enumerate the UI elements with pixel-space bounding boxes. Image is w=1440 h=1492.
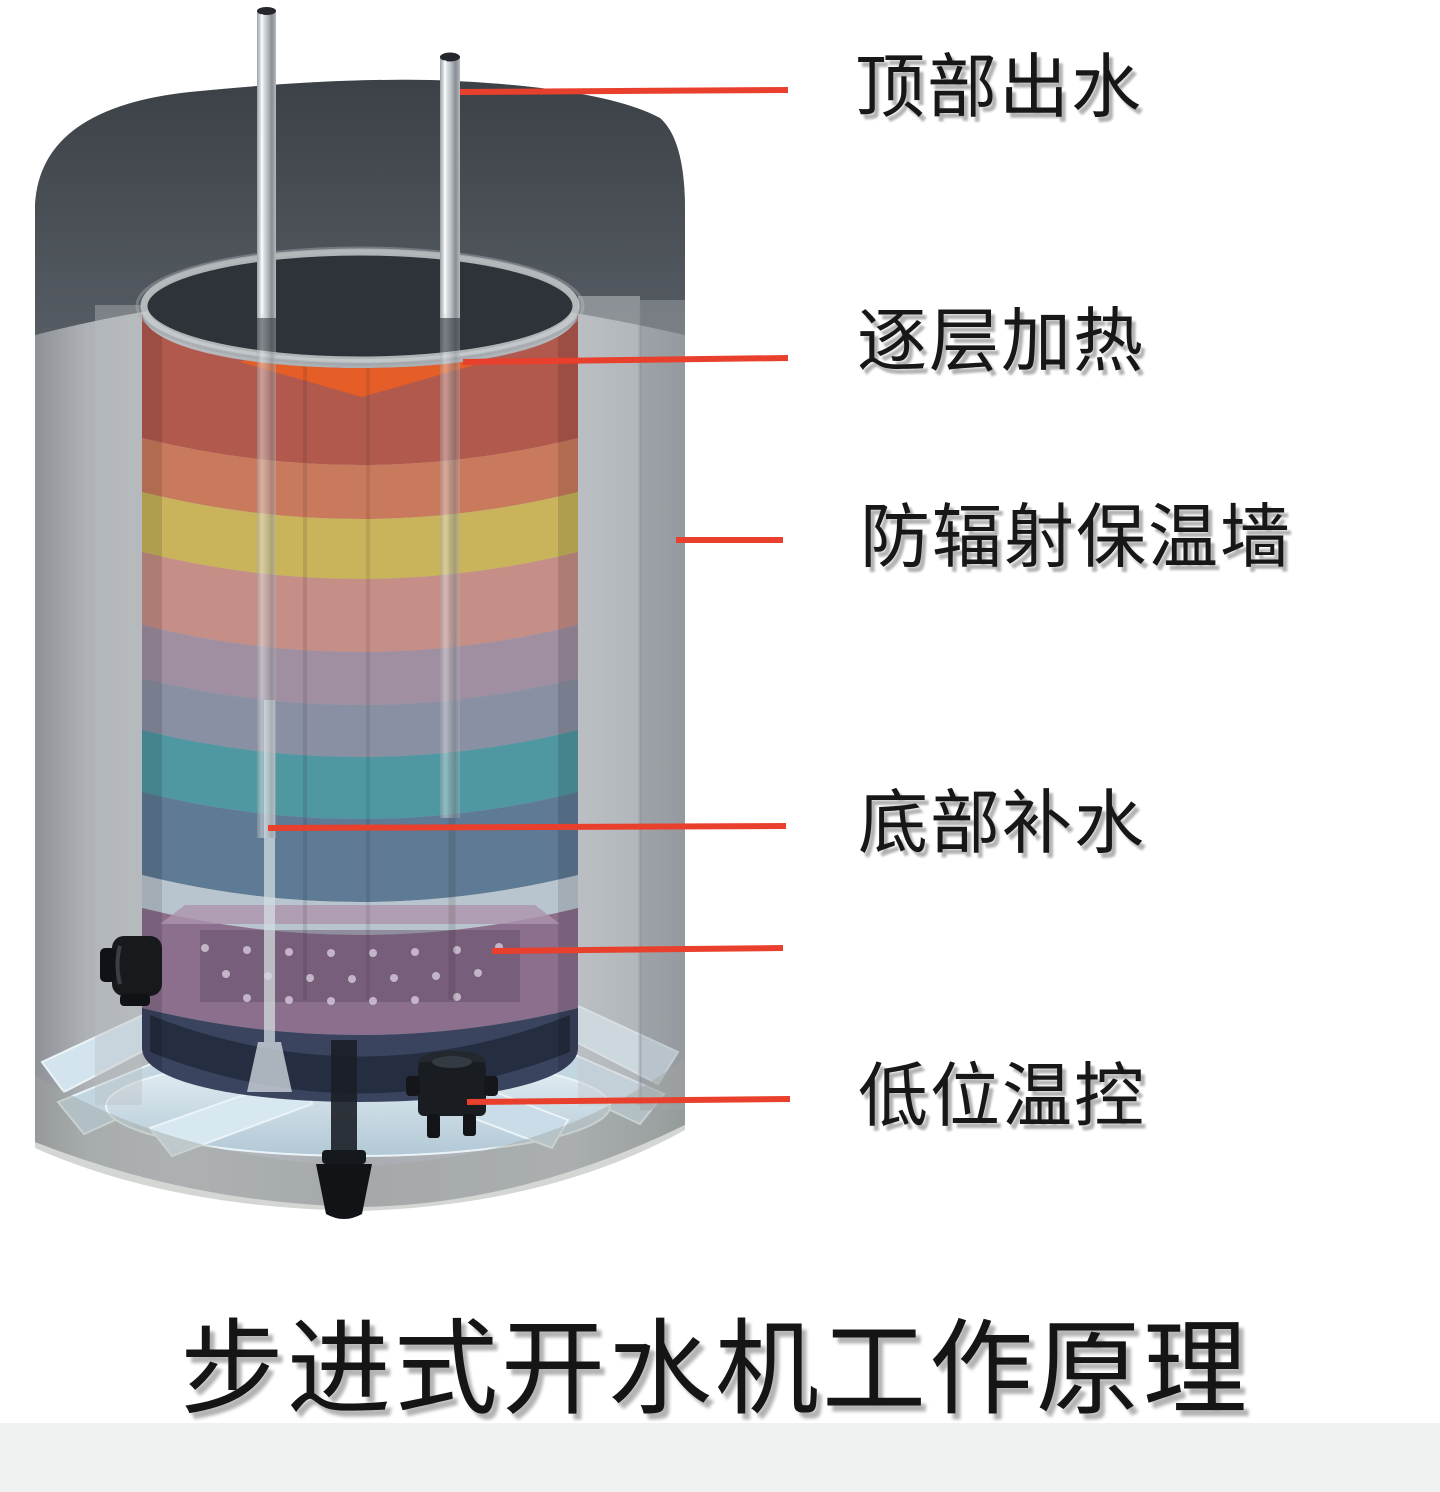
tank-opening [147, 253, 573, 359]
left-valve [100, 936, 162, 1006]
boiler-illustration [35, 7, 791, 1219]
label-top-outlet: 顶部出水 [855, 48, 1143, 126]
label-insulation-wall: 防辐射保温墙 [860, 498, 1292, 576]
diagram-title: 步进式开水机工作原理 [179, 1312, 1250, 1428]
leader-line-low-thermostat [466, 1096, 791, 1105]
leader-line-heating-plate [491, 945, 784, 954]
label-low-thermostat: 低位温控 [858, 1057, 1146, 1135]
leader-line-layer-heating [462, 355, 789, 365]
outlet-pipe [257, 7, 276, 838]
thermal-layers [142, 312, 578, 1102]
label-bottom-refill: 底部补水 [858, 784, 1146, 862]
leader-line-bottom-refill [267, 823, 787, 831]
perforated-plate [150, 905, 570, 1094]
vent-pipe [440, 52, 460, 818]
leader-line-top-outlet [459, 87, 789, 95]
shell-bottom [35, 1058, 685, 1211]
footer-strip [0, 1423, 1440, 1492]
drain-fitting [316, 1040, 372, 1219]
feed-pipe [247, 700, 292, 1092]
leader-lines [267, 87, 791, 1105]
label-layer-heating: 逐层加热 [857, 302, 1145, 380]
